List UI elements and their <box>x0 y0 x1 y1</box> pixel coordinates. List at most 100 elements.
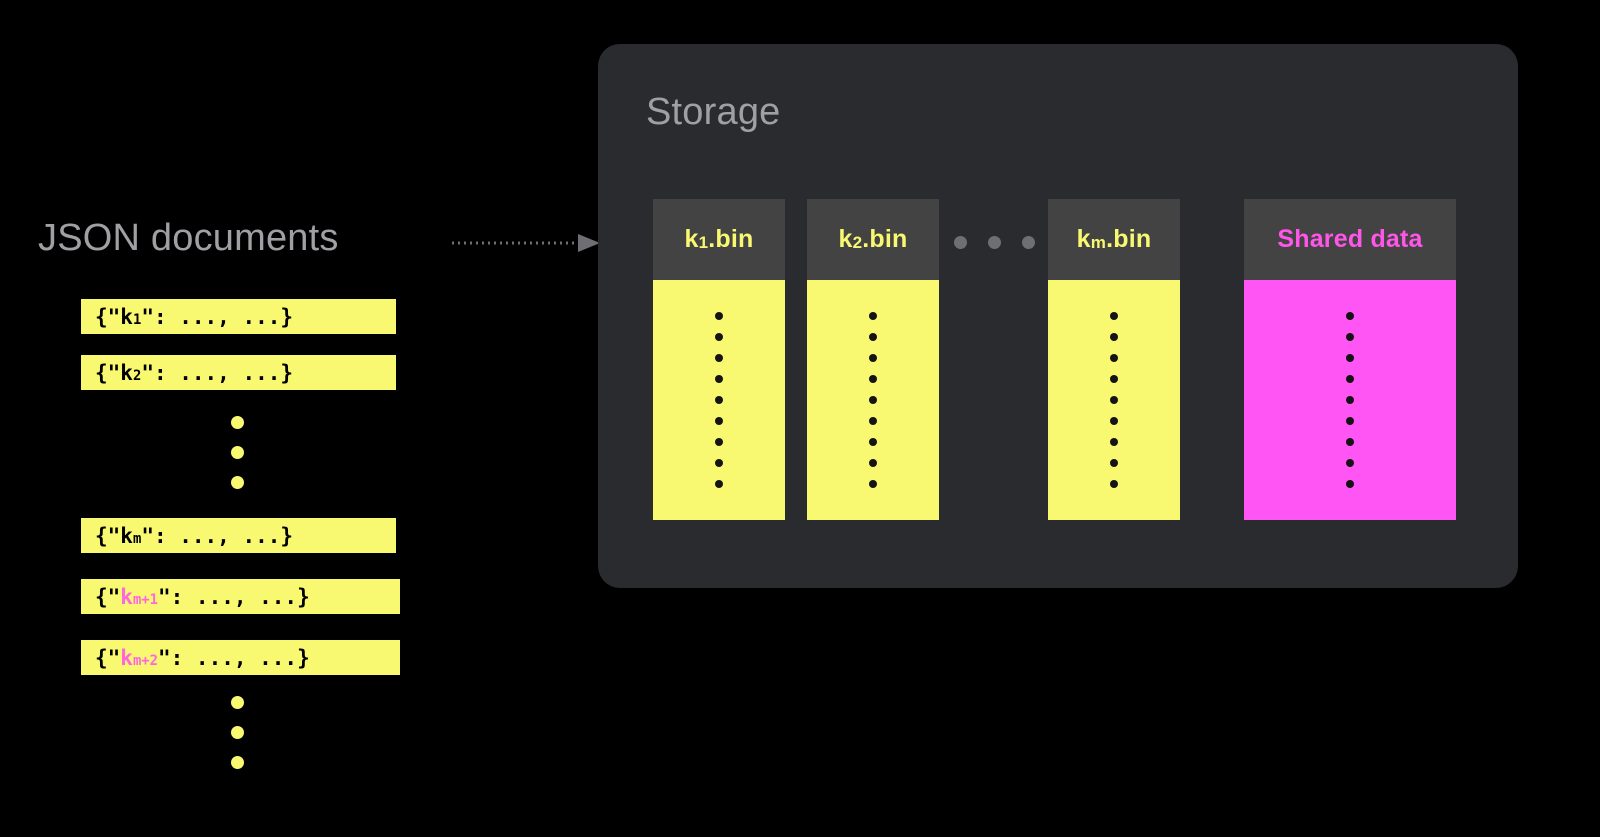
bin-label-subscript: m <box>1090 233 1107 253</box>
storage-bin-body <box>1244 280 1456 520</box>
doc-key-subscript: 1 <box>132 311 142 328</box>
storage-bin-shared-data[interactable]: Shared data <box>1244 199 1456 520</box>
bin-label-suffix: .bin <box>708 225 754 253</box>
json-documents-ellipsis-middle <box>231 416 244 489</box>
record-dot <box>715 417 723 425</box>
record-dot <box>715 354 723 362</box>
record-dot <box>1110 417 1118 425</box>
doc-key: k <box>120 645 133 670</box>
record-dot <box>869 312 877 320</box>
record-dot <box>869 438 877 446</box>
record-dot <box>869 354 877 362</box>
bin-label-suffix: .bin <box>1106 225 1152 253</box>
record-dot <box>1110 312 1118 320</box>
dotted-arrow-icon <box>452 234 600 252</box>
storage-title: Storage <box>646 91 781 133</box>
record-dot <box>1110 396 1118 404</box>
record-dot <box>1346 480 1354 488</box>
record-dot <box>715 438 723 446</box>
doc-key-subscript: m+1 <box>132 591 158 608</box>
doc-prefix: {" <box>95 304 121 329</box>
doc-prefix: {" <box>95 645 121 670</box>
ellipsis-dot <box>231 476 244 489</box>
bin-label-suffix: Shared data <box>1277 225 1423 253</box>
record-dot <box>1346 375 1354 383</box>
record-dot <box>1346 438 1354 446</box>
record-dot <box>715 459 723 467</box>
bin-label-base: k <box>838 225 853 253</box>
doc-suffix: ": ..., ...} <box>158 645 310 670</box>
doc-key: k <box>120 360 133 385</box>
storage-bin-body <box>807 280 939 520</box>
record-dot <box>869 417 877 425</box>
bin-label-suffix: .bin <box>862 225 908 253</box>
record-dot <box>869 396 877 404</box>
record-dot <box>1346 333 1354 341</box>
record-dot <box>1346 396 1354 404</box>
ellipsis-dot <box>988 236 1001 249</box>
record-dot <box>1346 459 1354 467</box>
record-dot <box>715 480 723 488</box>
record-dot <box>1346 354 1354 362</box>
storage-bin-body <box>1048 280 1180 520</box>
ellipsis-dot <box>231 416 244 429</box>
bin-label-subscript: 1 <box>698 233 709 253</box>
doc-key-subscript: 2 <box>132 367 142 384</box>
record-dot <box>869 459 877 467</box>
doc-key-subscript: m <box>132 530 142 547</box>
json-documents-heading: JSON documents <box>38 217 339 259</box>
record-dot <box>1110 459 1118 467</box>
doc-key: k <box>120 523 133 548</box>
record-dot <box>1110 354 1118 362</box>
record-dot <box>1346 417 1354 425</box>
bin-label-base: k <box>684 225 699 253</box>
storage-bin-body <box>653 280 785 520</box>
ellipsis-dot <box>231 756 244 769</box>
bin-label-base: k <box>1076 225 1091 253</box>
doc-prefix: {" <box>95 360 121 385</box>
doc-suffix: ": ..., ...} <box>141 360 294 385</box>
storage-bins-ellipsis <box>954 236 1035 249</box>
json-documents-ellipsis-bottom <box>231 696 244 769</box>
doc-suffix: ": ..., ...} <box>141 304 294 329</box>
doc-suffix: ": ..., ...} <box>141 523 294 548</box>
storage-bin-header: Shared data <box>1244 199 1456 280</box>
doc-key: k <box>120 584 133 609</box>
record-dot <box>1346 312 1354 320</box>
record-dot <box>1110 438 1118 446</box>
record-dot <box>1110 480 1118 488</box>
bin-label-subscript: 2 <box>852 233 863 253</box>
ellipsis-dot <box>231 696 244 709</box>
record-dot <box>715 312 723 320</box>
record-dot <box>715 333 723 341</box>
record-dot <box>1110 333 1118 341</box>
record-dot <box>715 396 723 404</box>
doc-key: k <box>120 304 133 329</box>
record-dot <box>869 333 877 341</box>
record-dot <box>1110 375 1118 383</box>
doc-key-subscript: m+2 <box>132 652 158 669</box>
ellipsis-dot <box>954 236 967 249</box>
record-dot <box>869 480 877 488</box>
ellipsis-dot <box>231 446 244 459</box>
record-dot <box>715 375 723 383</box>
ellipsis-dot <box>231 726 244 739</box>
ellipsis-dot <box>1022 236 1035 249</box>
doc-suffix: ": ..., ...} <box>158 584 310 609</box>
doc-prefix: {" <box>95 584 121 609</box>
record-dot <box>869 375 877 383</box>
doc-prefix: {" <box>95 523 121 548</box>
